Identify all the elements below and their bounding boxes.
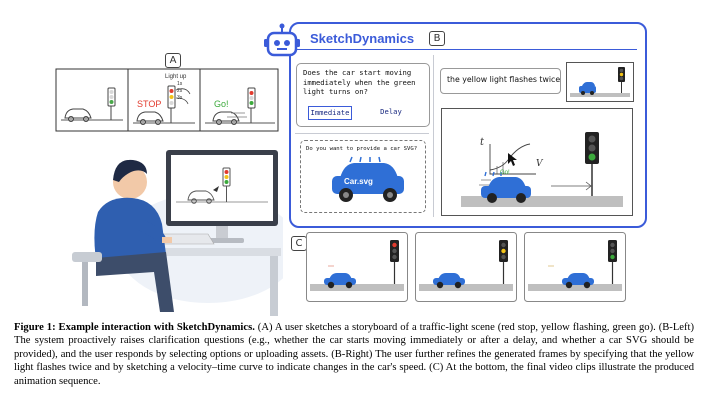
sketch-number-1: 1s <box>177 81 183 87</box>
panel-c-tag: C <box>291 236 307 251</box>
sketch-number-3: 3s <box>177 95 183 101</box>
final-frame-1 <box>306 232 408 302</box>
question-text: Does the car start moving immediately wh… <box>303 68 416 96</box>
user-at-desk-illustration <box>72 150 283 316</box>
velocity-v-label: V <box>536 159 543 169</box>
immediate-option-button[interactable]: Immediate <box>308 106 352 120</box>
velocity-go-label: Go! <box>500 170 510 176</box>
final-frame-3 <box>524 232 626 302</box>
title-divider <box>295 49 637 50</box>
figure-caption: Figure 1: Example interaction with Sketc… <box>14 321 694 388</box>
panel-b-tag: B <box>429 31 445 46</box>
clarification-question-card: Does the car start moving immediately wh… <box>296 63 430 127</box>
left-divider <box>295 133 429 134</box>
car-svg-label: Car.svg <box>344 177 373 186</box>
figure-label: Figure 1: Example interaction with Sketc… <box>14 322 255 333</box>
robot-icon <box>264 23 300 57</box>
stop-sketch-label: STOP <box>137 99 162 109</box>
storyboard-strip <box>55 68 279 132</box>
velocity-t-label: t <box>480 137 485 148</box>
car-svg-upload-card[interactable]: Do you want to provide a car SVG? Car.sv… <box>300 140 426 213</box>
app-title: SketchDynamics <box>310 31 415 46</box>
final-frame-2 <box>415 232 517 302</box>
go-sketch-label: Go! <box>214 99 229 109</box>
refine-input-text: the yellow light flashes twice <box>447 75 561 84</box>
refine-input-field[interactable]: the yellow light flashes twice <box>440 68 561 94</box>
panel-a-tag: A <box>165 53 181 68</box>
caption-body: (A) A user sketches a storyboard of a tr… <box>14 322 694 387</box>
light-up-sketch-label: Light up <box>165 74 187 80</box>
refine-frame-thumbnail[interactable] <box>566 62 634 102</box>
vertical-divider <box>433 55 434 217</box>
svg-question-text: Do you want to provide a car SVG? <box>306 146 418 152</box>
car-svg-preview <box>332 156 404 202</box>
sketch-number-2: 2s <box>177 88 183 94</box>
delay-option-button[interactable]: Delay <box>380 107 402 116</box>
velocity-sketch-canvas[interactable] <box>441 108 633 216</box>
